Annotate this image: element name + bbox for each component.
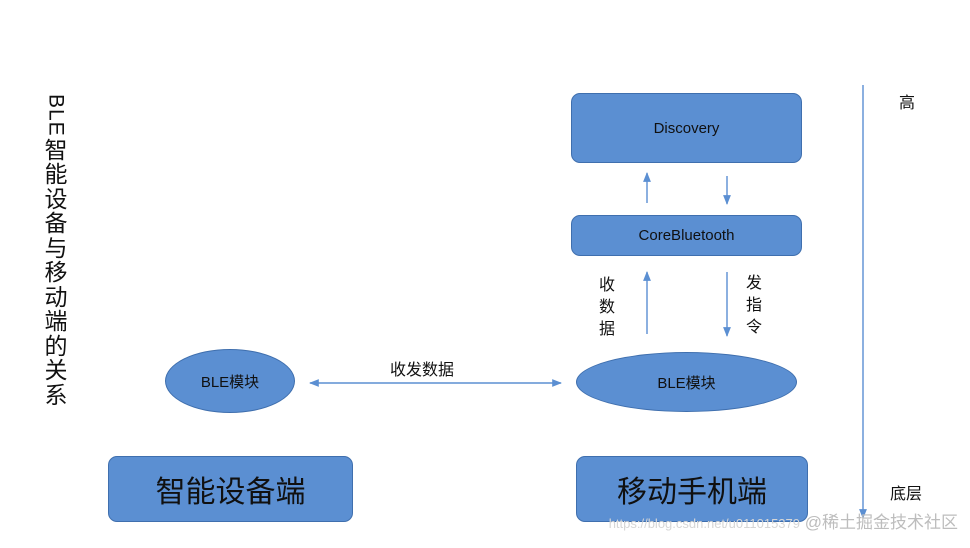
- mobile-box: 移动手机端: [576, 456, 808, 522]
- watermark: https://blog.csdn.net/u011015379 @稀土掘金技术…: [609, 508, 958, 533]
- ble-module-mobile-label: BLE模块: [657, 374, 716, 392]
- receive-data-char: 数: [598, 297, 615, 316]
- discovery-box: Discovery: [571, 93, 802, 163]
- send-command-char: 发: [745, 273, 762, 292]
- title-char: 动: [44, 284, 68, 311]
- corebluetooth-label: CoreBluetooth: [638, 227, 735, 244]
- smart-device-box: 智能设备端: [108, 456, 353, 522]
- send-command-char: 令: [745, 317, 762, 336]
- receive-data-char: 据: [598, 319, 615, 338]
- title-char: 系: [44, 382, 68, 409]
- ble-module-mobile: BLE模块: [576, 352, 797, 412]
- ble-module-device: BLE模块: [165, 349, 295, 413]
- smart-device-label: 智能设备端: [155, 475, 306, 510]
- send-command-char: 指: [745, 295, 762, 314]
- receive-data-char: 收: [598, 275, 615, 294]
- watermark-brand: @稀土掘金技术社区: [804, 513, 958, 532]
- scale-high-label: 高: [899, 93, 916, 112]
- title-char: 备: [44, 211, 68, 238]
- title-char: 移: [44, 260, 68, 287]
- discovery-label: Discovery: [653, 119, 720, 137]
- title-latin: BLE: [44, 94, 68, 137]
- ble-module-device-label: BLE模块: [200, 373, 260, 391]
- title-char: 智: [44, 137, 68, 164]
- receive-data-label: 收 数 据: [596, 274, 618, 340]
- scale-low-label: 底层: [890, 484, 923, 503]
- corebluetooth-box: CoreBluetooth: [571, 215, 802, 256]
- title-char: 设: [44, 186, 68, 213]
- diagram-title: BLE 智 能 设 备 与 移 动 端 的 关 系: [38, 94, 74, 408]
- title-char: 端: [44, 309, 68, 336]
- title-char: 的: [44, 333, 68, 360]
- title-char: 与: [44, 235, 68, 262]
- mobile-label: 移动手机端: [617, 475, 767, 510]
- title-char: 能: [44, 162, 68, 189]
- title-char: 关: [44, 358, 68, 385]
- watermark-url: https://blog.csdn.net/u011015379: [608, 516, 800, 531]
- exchange-data-label: 收发数据: [390, 360, 455, 379]
- send-command-label: 发 指 令: [743, 272, 765, 338]
